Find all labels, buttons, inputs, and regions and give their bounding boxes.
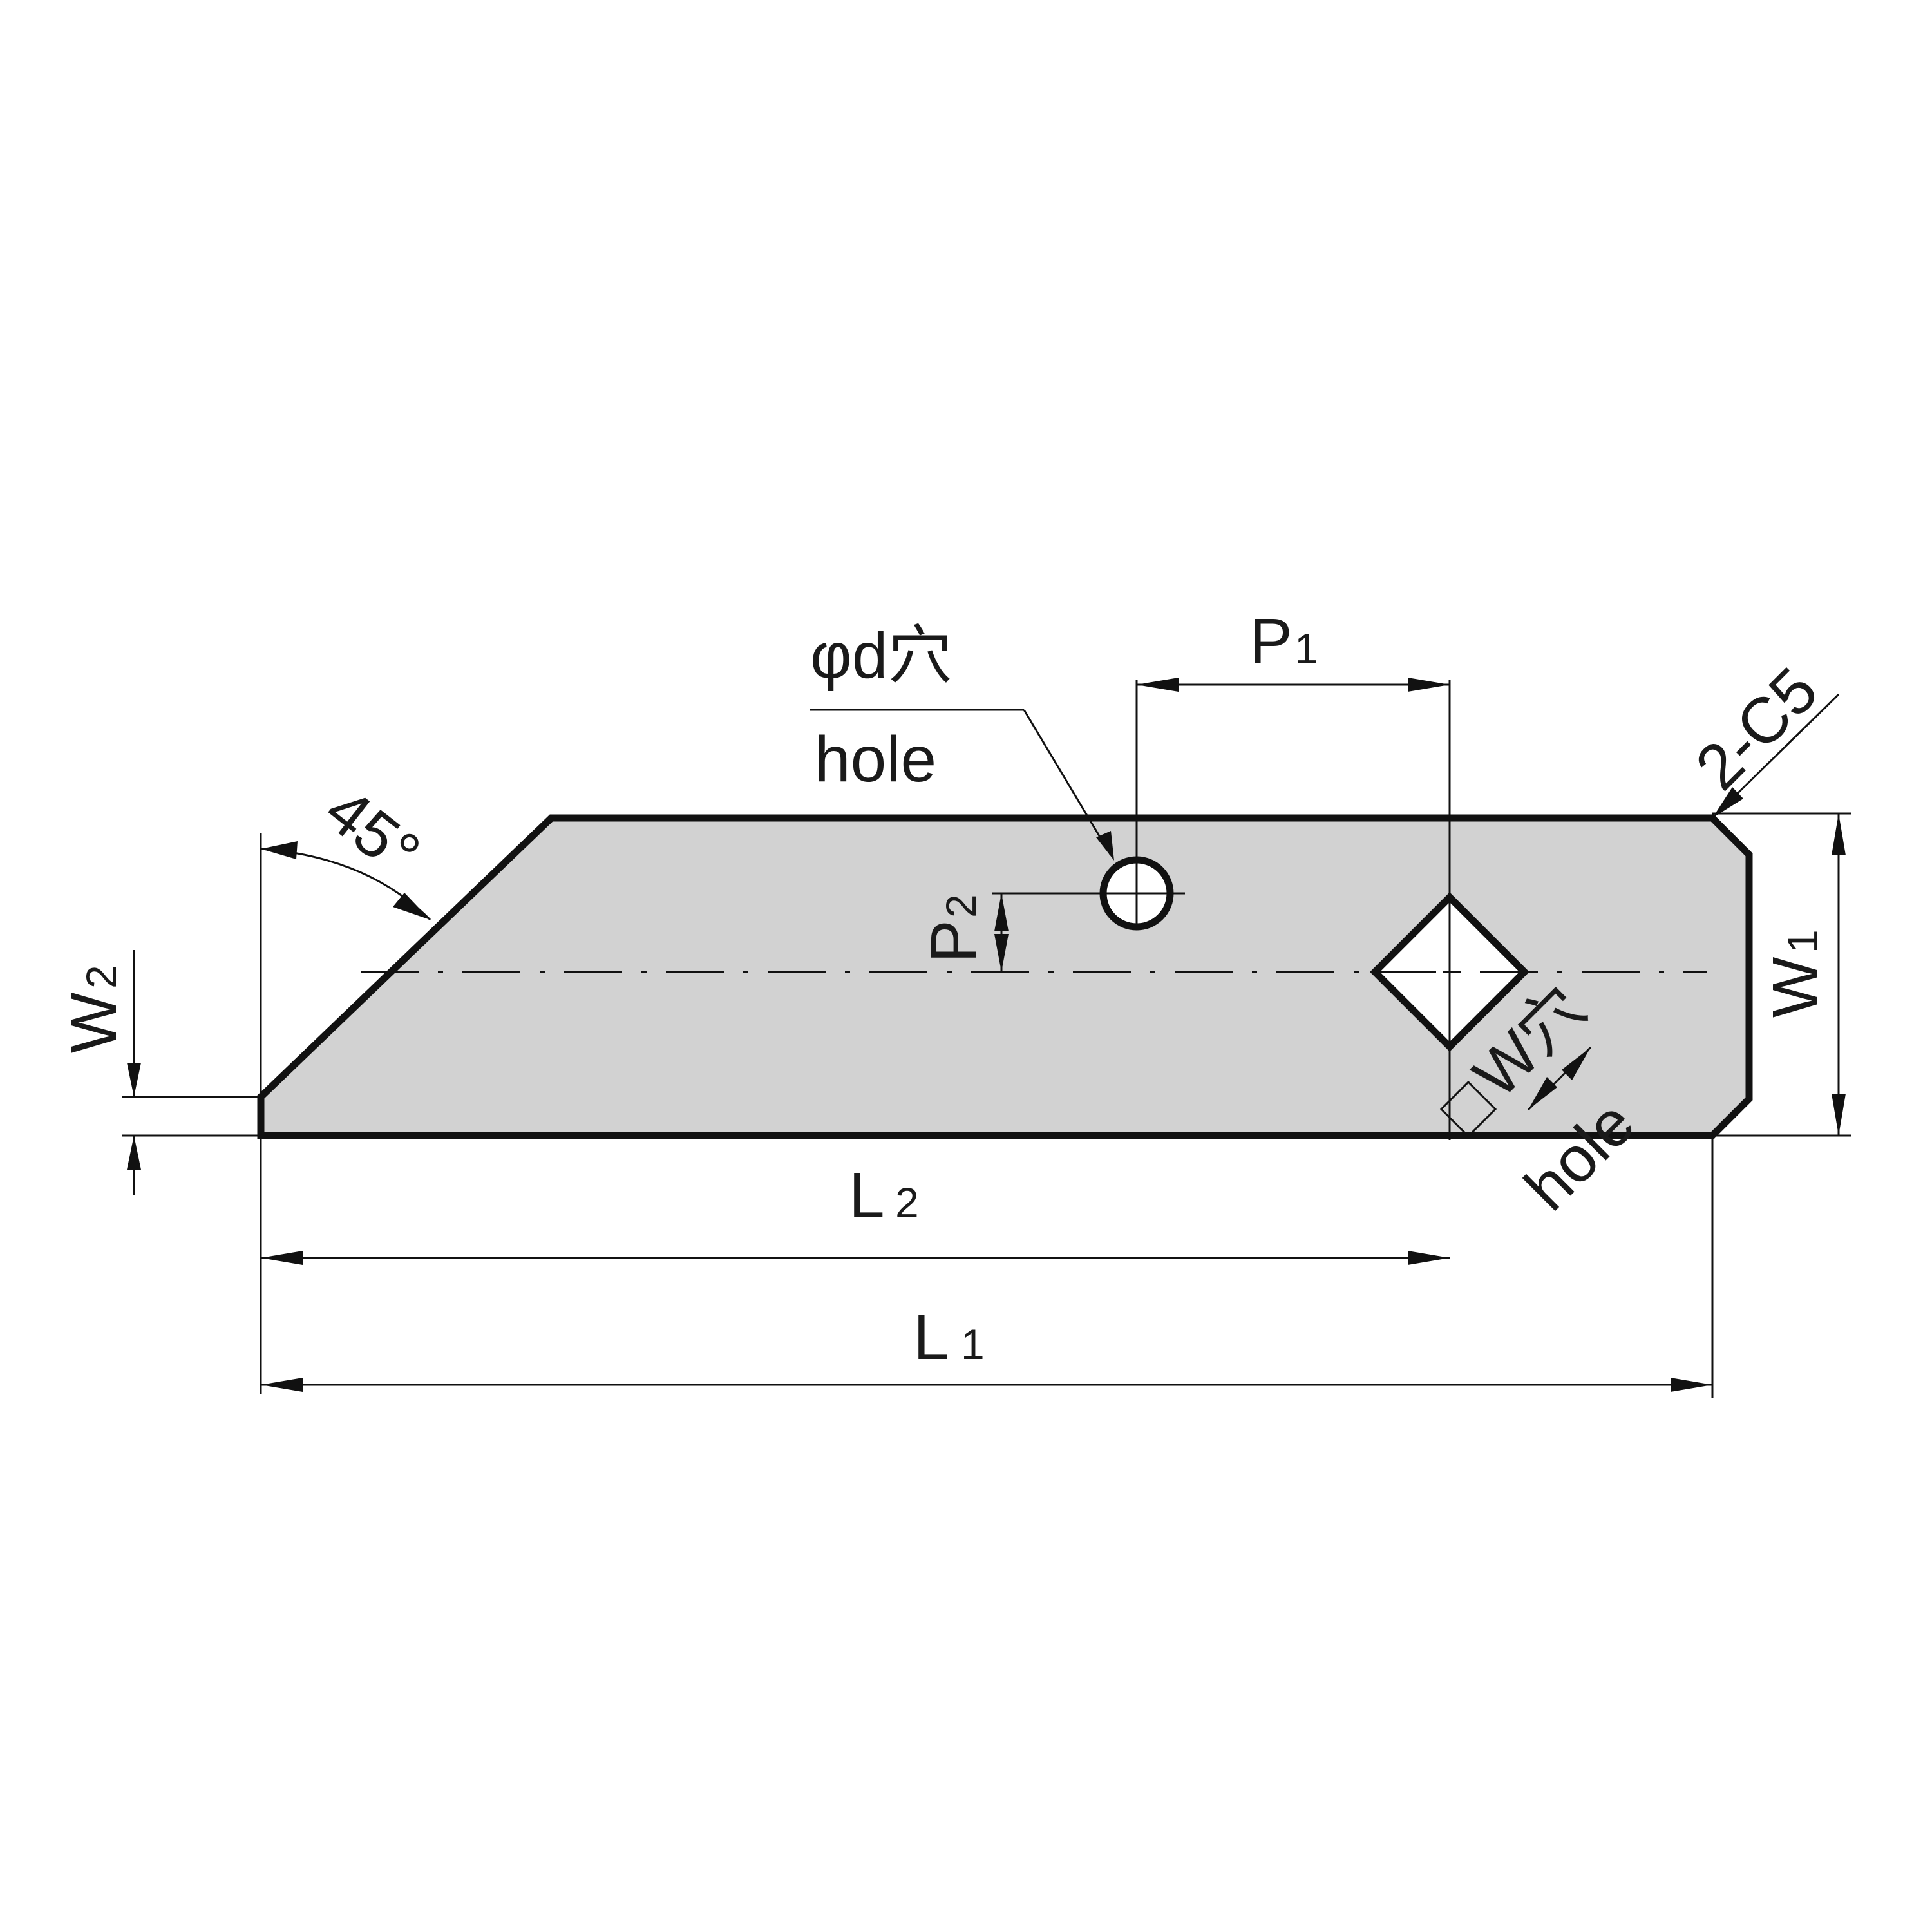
p1-arrow-right (1408, 678, 1450, 692)
angle-arrow-right (393, 893, 430, 920)
w1-subscript: 1 (1779, 929, 1826, 953)
l2-arrow-left (261, 1251, 303, 1265)
p2-label: P (918, 920, 990, 963)
l2-subscript: 2 (895, 1179, 919, 1226)
w1-arrow-top (1832, 813, 1846, 855)
w2-arrow-top (127, 1063, 141, 1097)
l2-arrow-right (1408, 1251, 1450, 1265)
p1-subscript: 1 (1294, 625, 1318, 672)
p2-arrow-top (994, 893, 1009, 931)
w2-subscript: 2 (77, 965, 125, 989)
round-hole-leader (1023, 709, 1112, 856)
l1-arrow-right (1671, 1378, 1712, 1392)
p1-label: P (1249, 605, 1293, 678)
square-hole-arrow-upper (1562, 1047, 1591, 1080)
chamfer-label: 2-C5 (1681, 654, 1831, 803)
l1-arrow-left (261, 1378, 303, 1392)
l2-label: L (849, 1159, 885, 1232)
plate-outline (257, 814, 1753, 1139)
p2-subscript: 2 (937, 894, 985, 918)
round-hole-leader-arrow (1096, 831, 1114, 861)
w1-label: W (1759, 956, 1832, 1018)
round-hole-label-en: hole (815, 723, 936, 795)
l1-label: L (913, 1301, 949, 1373)
square-hole-symbol (1439, 1080, 1497, 1138)
p2-arrow-bottom (994, 934, 1009, 972)
chamfer-leader-arrow (1712, 787, 1743, 818)
w1-arrow-bottom (1832, 1094, 1846, 1136)
round-hole-label: φd穴 (810, 620, 952, 692)
l1-subscript: 1 (961, 1320, 985, 1368)
w2-arrow-bottom (127, 1136, 141, 1170)
square-hole-arrow-lower (1528, 1077, 1557, 1110)
p1-arrow-left (1137, 678, 1179, 692)
angle-label: 45° (312, 774, 433, 890)
w2-label: W (58, 992, 130, 1053)
angle-arrow-left (261, 841, 298, 859)
